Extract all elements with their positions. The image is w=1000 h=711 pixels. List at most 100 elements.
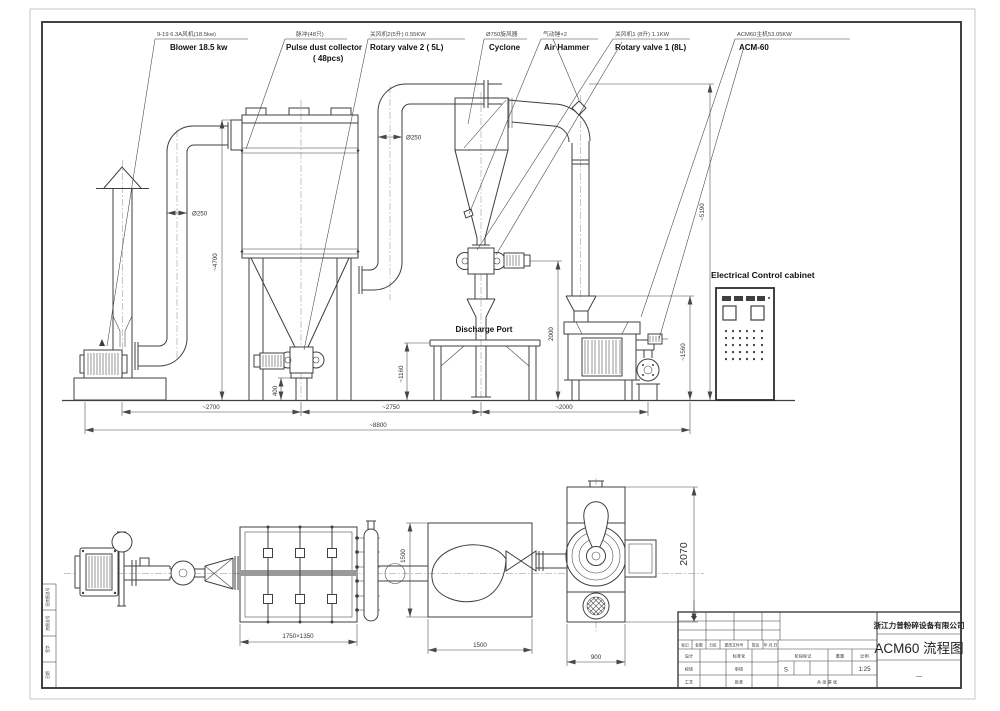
- dim-riser-dia: Ø250: [406, 135, 422, 142]
- plan-cyclone-body: [431, 544, 507, 603]
- rev-header: 年.月.日: [764, 643, 778, 648]
- rv1-label-en: Rotary valve 1 (8L): [615, 43, 686, 52]
- dim-mill-length: 2070: [678, 542, 690, 566]
- air-hammer-label-cn: 气动锤×2: [543, 30, 567, 38]
- discharge-table: Discharge Port: [429, 325, 541, 400]
- sig-label: 设计: [685, 653, 693, 660]
- leader-arrow-icon: [691, 616, 697, 621]
- blower-label-en: Blower 18.5 kw: [170, 43, 228, 52]
- drawing-title: ACM60 流程图: [874, 641, 963, 656]
- clean-air-duct: [134, 122, 232, 370]
- plan-pulse-manifold: [355, 520, 380, 622]
- dust-collector-label-en: Pulse dust collector: [286, 43, 362, 52]
- blower-label-cn: 9-19 6.3A风机(18.5kw): [157, 30, 216, 38]
- sheet-frame: [29, 8, 976, 700]
- sig-label: 批准: [735, 679, 743, 686]
- sig-label: 工艺: [685, 680, 693, 685]
- dim-mill-inlet-height: ~1560: [680, 343, 687, 361]
- rev-header: 签名: [752, 643, 760, 648]
- margin-cell-label: 日期: [45, 671, 50, 679]
- rev-header: 处数: [695, 643, 703, 648]
- blower: [73, 339, 167, 401]
- drawing-number: —: [916, 673, 923, 680]
- dim-valve-clearance: 400: [272, 385, 279, 396]
- pulse-dust-collector: [230, 107, 360, 400]
- duct-port-icon: [571, 100, 587, 116]
- dust-collector-label-en2: ( 48pcs): [313, 54, 344, 63]
- plan-stack-circle: [111, 531, 133, 553]
- rotation-arrow-icon: [99, 339, 105, 346]
- plan-dust-collector: [239, 525, 358, 624]
- label-cyclone: Ø750旋风器 Cyclone: [467, 30, 527, 125]
- acm-label-en: ACM-60: [739, 43, 769, 52]
- plan-reducer: [204, 556, 239, 590]
- acm-mill: [563, 295, 668, 400]
- dim-stack-dia: Ø250: [192, 211, 208, 218]
- rotary-valve-1: [456, 247, 531, 340]
- discharge-port-label: Discharge Port: [456, 325, 513, 334]
- riser-duct: [358, 80, 502, 294]
- sheet-note: 共 张 第 张: [817, 679, 838, 686]
- sig-label: 审核: [735, 666, 744, 673]
- air-hammer-label-en: Air Hammer: [544, 43, 589, 52]
- front-elevation-view: Discharge Port: [62, 30, 850, 434]
- mill-feed-duct: [571, 141, 590, 296]
- dim-cyclone-height: 2000: [548, 327, 555, 341]
- rotary-valve-2: [253, 346, 325, 400]
- margin-cell-label: 底图总号: [45, 615, 50, 630]
- dust-collector-label-cn: 脉冲(48只): [296, 30, 324, 38]
- dim-overall-height: ~5190: [699, 203, 706, 221]
- drawing-scale: 1:25: [858, 666, 871, 673]
- label-air-hammer: 气动锤×2 Air Hammer: [468, 30, 598, 215]
- label-acm: ACM60主机53.05KW ACM-60: [640, 30, 850, 340]
- plan-mill: [565, 480, 657, 623]
- exhaust-stack: [96, 166, 149, 378]
- dim-span-total: ~8800: [369, 422, 387, 429]
- dim-span-a: ~2700: [202, 404, 220, 411]
- rev-header: 更改文件号: [725, 643, 744, 648]
- cabinet-label: Electrical Control cabinet: [711, 270, 815, 280]
- rv1-label-cn: 关风机1 (8升) 1.1KW: [615, 30, 670, 38]
- collector-outlet-stub: [230, 119, 243, 151]
- cabinet-indicator-lights: [724, 329, 764, 361]
- rv2-label-en: Rotary valve 2 ( 5L): [370, 43, 444, 52]
- stage-mark: S: [784, 667, 788, 674]
- dim-duct-height: ~4700: [212, 253, 219, 271]
- dim-table-height: ~1160: [398, 365, 405, 382]
- dim-mill-width: 900: [591, 654, 602, 661]
- sig-label: 标准化: [733, 653, 746, 660]
- margin-cell-label: 签字: [45, 645, 50, 653]
- electrical-control-cabinet: Electrical Control cabinet: [711, 270, 815, 401]
- acm-label-cn: ACM60主机53.05KW: [737, 30, 792, 38]
- label-rotary-valve-1: 关风机1 (8升) 1.1KW Rotary valve 1 (8L): [476, 30, 690, 256]
- cyclone: [454, 97, 591, 249]
- cyclone-label-cn: Ø750旋风器: [486, 30, 518, 38]
- dim-span-b: ~2750: [382, 404, 400, 411]
- label-dust-collector: 脉冲(48只) Pulse dust collector ( 48pcs): [245, 30, 362, 150]
- margin-cell-label: 旧底图总号: [45, 587, 50, 606]
- rev-header: 标记: [681, 643, 689, 648]
- rev-header: 分区: [709, 643, 717, 648]
- mid-header: 阶段标记: [795, 653, 813, 660]
- plan-outlet-port: [582, 592, 610, 620]
- margin-strip: 旧底图总号 底图总号 签字 日期: [42, 583, 57, 688]
- aux-blower: [636, 358, 660, 400]
- mid-header: 重量: [836, 653, 844, 660]
- plan-mill-handle: [583, 501, 609, 556]
- label-rotary-valve-2: 关风机2(5升) 0.55KW Rotary valve 2 ( 5L): [303, 30, 465, 351]
- title-block: 浙江力普粉碎设备有限公司 ACM60 流程图 — 标记 处数 分区 更改文件号 …: [677, 600, 965, 689]
- plan-blower: [74, 531, 205, 607]
- sig-label: 校核: [685, 666, 694, 673]
- plan-cyclone-enclosure: [427, 522, 570, 618]
- plan-view: 1500 2070 1750×1350 1500 900: [64, 478, 704, 666]
- dim-collector-size: 1750×1350: [282, 633, 314, 640]
- rv2-label-cn: 关风机2(5升) 0.55KW: [370, 30, 426, 38]
- label-blower: 9-19 6.3A风机(18.5kw) Blower 18.5 kw: [106, 30, 248, 347]
- plan-pipe-to-cyclone: [378, 563, 428, 584]
- dim-span-c: ~2000: [555, 404, 573, 411]
- air-hammer-icon: [463, 208, 474, 219]
- plan-elbow-circle: [170, 560, 196, 586]
- plan-dimensions: 1500 2070 1750×1350 1500 900: [239, 486, 698, 666]
